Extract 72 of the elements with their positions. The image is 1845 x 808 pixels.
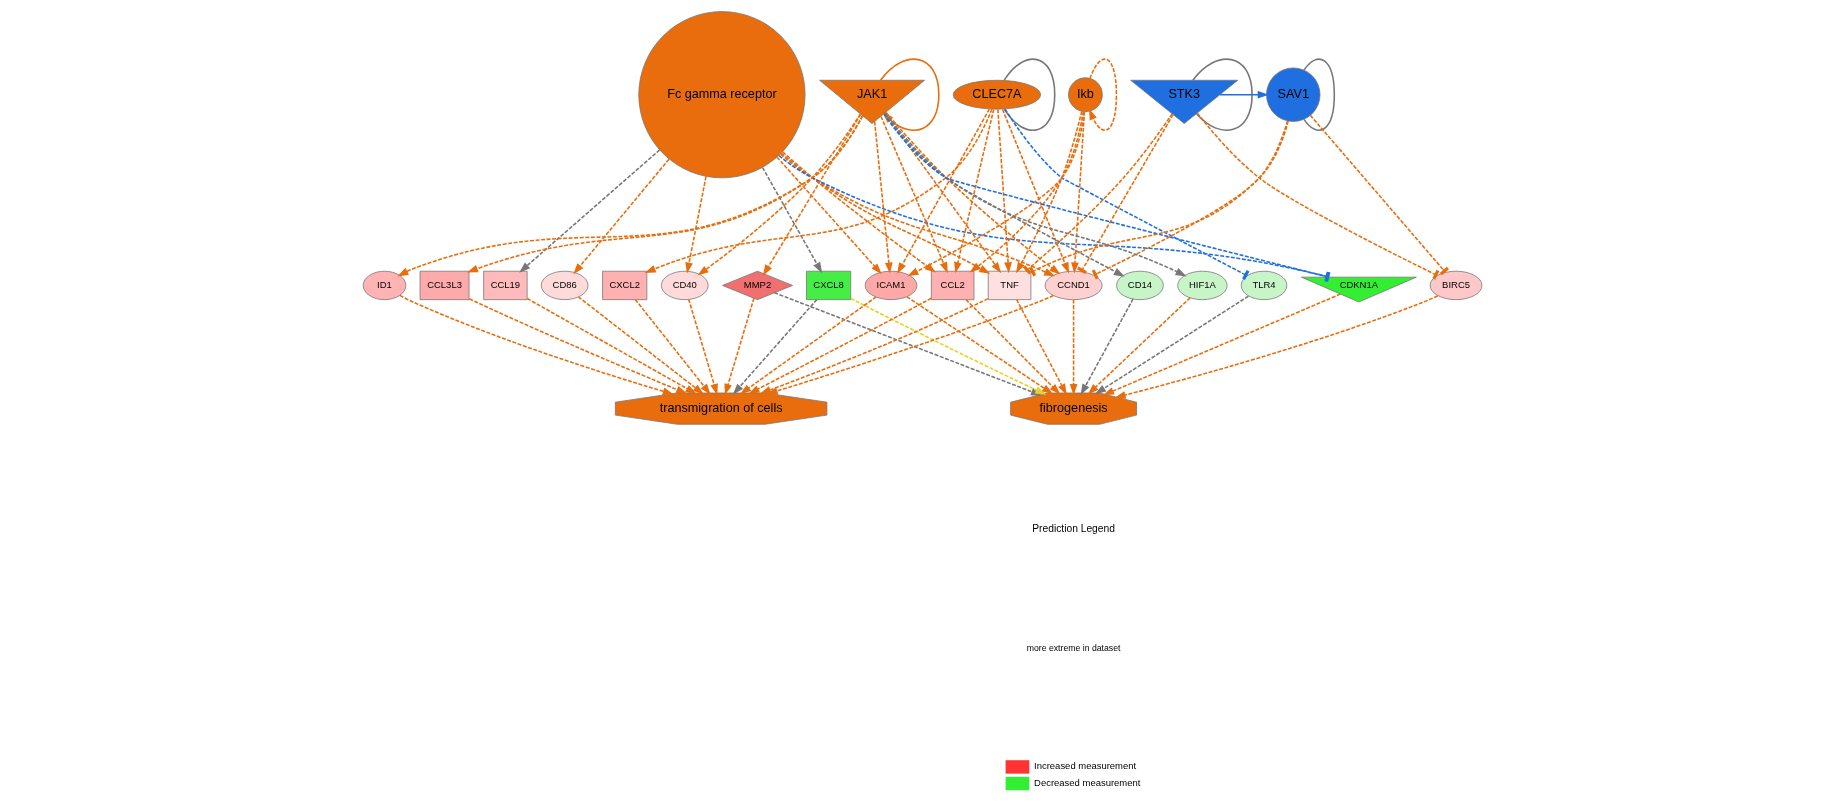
- node-box: CCL3L3: [419, 270, 470, 301]
- arrow: [1114, 294, 1439, 399]
- arrow: [880, 115, 948, 274]
- label: more extreme in dataset: [1026, 643, 1121, 653]
- arrow: [776, 156, 882, 275]
- arrow: [873, 121, 893, 274]
- arrow: [577, 296, 704, 395]
- connector: [1022, 113, 1173, 275]
- arrow: [761, 166, 823, 274]
- connector: [1303, 58, 1336, 131]
- arrow: [466, 115, 864, 273]
- node-circle: Fc gamma receptor: [638, 11, 806, 179]
- arrow: [687, 298, 718, 395]
- node-ellipse: ICAM1: [864, 270, 918, 301]
- node-circle: Ikb: [1068, 77, 1103, 113]
- arrow: [1094, 295, 1250, 395]
- connector: [1091, 120, 1289, 280]
- arrow: [1087, 297, 1191, 395]
- arrow: [724, 297, 755, 396]
- arrow: [697, 113, 862, 276]
- node-ellipse: CD40: [661, 270, 709, 301]
- node-box: CCL19: [483, 270, 528, 301]
- arrow: [739, 296, 877, 395]
- arrow: [759, 297, 989, 394]
- arrow: [732, 298, 818, 395]
- arrow: [526, 297, 697, 394]
- arrow: [397, 115, 864, 277]
- node-ellipse: ID1: [362, 270, 407, 301]
- arrow: [1071, 110, 1086, 274]
- arrow: [779, 153, 1056, 277]
- arrow: [1015, 110, 1083, 274]
- arrow: [885, 111, 1061, 275]
- arrow: [468, 298, 688, 394]
- connector: [1077, 113, 1174, 275]
- arrow: [997, 108, 1012, 274]
- legend-label: Increased measurement: [1034, 760, 1137, 772]
- arrow: [907, 110, 1085, 277]
- arrow: [1219, 90, 1269, 99]
- node-ellipse: CD86: [540, 270, 589, 301]
- arrow: [1069, 298, 1078, 396]
- connector: [1029, 120, 1289, 277]
- arrow: [1001, 108, 1070, 274]
- arrow: [1089, 58, 1118, 131]
- label: Prediction Legend: [1032, 523, 1115, 535]
- legend-label: Decreased measurement: [1034, 776, 1141, 788]
- arrow: [644, 108, 993, 274]
- node-diamond: MMP2: [722, 270, 793, 301]
- arrow: [634, 298, 711, 395]
- node-box: CXCL8: [806, 270, 852, 301]
- arrow: [781, 151, 936, 273]
- node-circle: SAV1: [1266, 67, 1321, 122]
- arrow: [685, 175, 707, 274]
- connector: [1004, 108, 1250, 280]
- arrow: [399, 294, 674, 396]
- arrow: [519, 149, 661, 273]
- arrow: [897, 108, 991, 274]
- node-box: TNF: [987, 270, 1032, 301]
- connector: [1192, 58, 1253, 132]
- connector: [1003, 58, 1056, 131]
- arrow: [573, 158, 670, 275]
- node-box: CXCL2: [602, 270, 648, 301]
- arrow: [762, 113, 862, 276]
- node-ellipse: CD14: [1116, 270, 1164, 301]
- arrow: [1103, 293, 1342, 396]
- arrow: [780, 152, 991, 274]
- arrow: [954, 108, 995, 274]
- node-ellipse: CLEC7A: [952, 79, 1042, 110]
- arrow: [969, 110, 1085, 273]
- arrow: [1080, 298, 1134, 396]
- arrow: [748, 297, 933, 394]
- node-box: CCL2: [930, 270, 975, 301]
- node-ellipse: HIF1A: [1177, 270, 1228, 301]
